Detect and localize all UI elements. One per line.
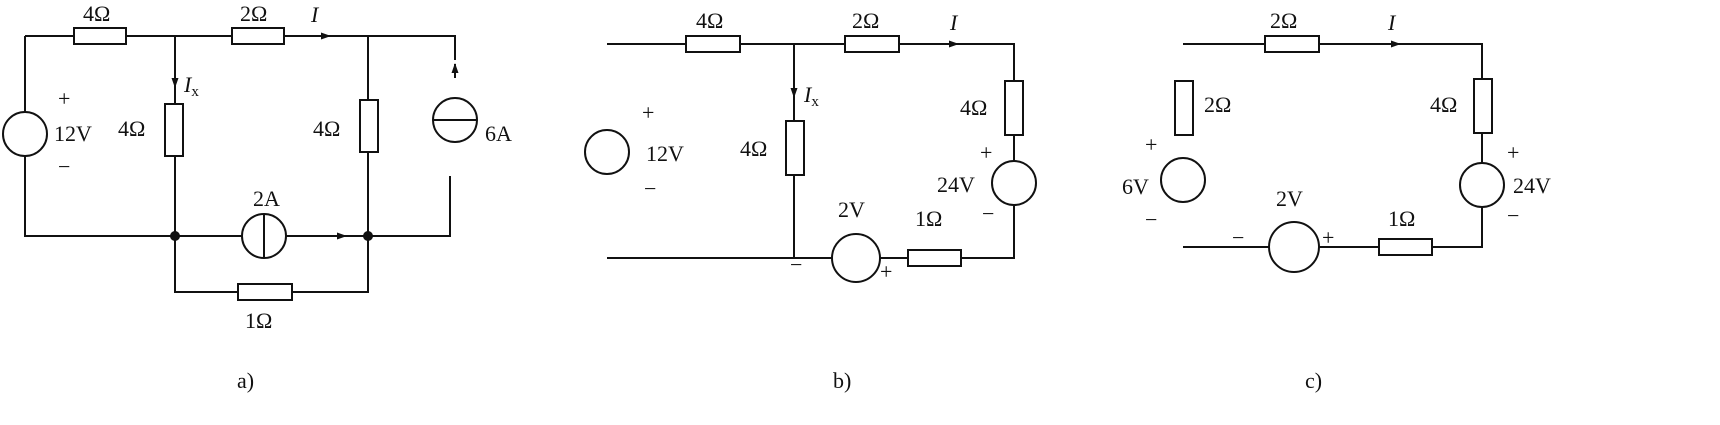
label-c-2v-value: 2V bbox=[1276, 186, 1303, 211]
wire-a-top bbox=[25, 35, 456, 60]
label-a-12v-value: 12V bbox=[54, 121, 92, 146]
wire-b-outer bbox=[607, 43, 1015, 259]
label-c-6v-plus: + bbox=[1145, 132, 1157, 157]
label-c-current-i: I bbox=[1387, 10, 1397, 35]
label-b-12v-value: 12V bbox=[646, 141, 684, 166]
label-a-r-bottom: 1Ω bbox=[245, 308, 272, 333]
label-c-24v-plus: + bbox=[1507, 140, 1519, 165]
circuit-a: 4Ω 2Ω I Ix 4Ω 4Ω + 12V − 2A 6A 1Ω bbox=[2, 1, 512, 333]
label-b-r-top-left: 4Ω bbox=[696, 8, 723, 33]
voltage-source-b-12v bbox=[584, 129, 630, 175]
label-c-24v-minus: − bbox=[1507, 203, 1519, 228]
resistor-a-top-left bbox=[73, 27, 127, 45]
resistor-c-left bbox=[1174, 80, 1194, 136]
label-c-6v-minus: − bbox=[1145, 207, 1157, 232]
label-a-12v-plus: + bbox=[58, 86, 70, 111]
label-b-r-top-mid: 2Ω bbox=[852, 8, 879, 33]
label-a-current-ix: Ix bbox=[183, 72, 199, 100]
label-a-2a: 2A bbox=[253, 186, 280, 211]
label-b-2v-minus: − bbox=[790, 252, 802, 277]
label-a-r-vert-right: 4Ω bbox=[313, 116, 340, 141]
label-c-2v-minus: − bbox=[1232, 225, 1244, 250]
caption-b: b) bbox=[833, 368, 851, 393]
label-c-r-right: 4Ω bbox=[1430, 92, 1457, 117]
voltage-source-a-12v bbox=[2, 111, 48, 157]
label-b-2v-value: 2V bbox=[838, 197, 865, 222]
resistor-a-top-mid bbox=[231, 27, 285, 45]
label-b-current-ix: Ix bbox=[803, 82, 819, 110]
label-b-24v-minus: − bbox=[982, 201, 994, 226]
resistor-c-bottom bbox=[1378, 238, 1433, 256]
wire-c-loop bbox=[1183, 43, 1483, 248]
label-a-r-vert-left: 4Ω bbox=[118, 116, 145, 141]
circuit-b: 4Ω 2Ω I Ix 4Ω 4Ω + 12V − + 24V − 2V − + … bbox=[584, 8, 1037, 284]
node-a-2 bbox=[363, 231, 373, 241]
label-b-current-i: I bbox=[949, 10, 959, 35]
caption-a: a) bbox=[237, 368, 254, 393]
caption-c: c) bbox=[1305, 368, 1322, 393]
label-a-current-i: I bbox=[310, 2, 320, 27]
label-a-r-top-mid: 2Ω bbox=[240, 1, 267, 26]
label-a-r-top-left: 4Ω bbox=[83, 1, 110, 26]
voltage-source-c-6v bbox=[1160, 157, 1206, 203]
label-b-r-vert-mid: 4Ω bbox=[740, 136, 767, 161]
label-c-r-left: 2Ω bbox=[1204, 92, 1231, 117]
label-b-r-bottom: 1Ω bbox=[915, 206, 942, 231]
resistor-b-top-left bbox=[685, 35, 741, 53]
label-b-12v-minus: − bbox=[644, 176, 656, 201]
node-a-1 bbox=[170, 231, 180, 241]
voltage-source-b-24v bbox=[991, 160, 1037, 206]
resistor-b-bottom bbox=[907, 249, 962, 267]
label-c-24v-value: 24V bbox=[1513, 173, 1551, 198]
label-b-r-vert-right: 4Ω bbox=[960, 95, 987, 120]
voltage-source-b-2v bbox=[831, 233, 881, 283]
label-b-24v-plus: + bbox=[980, 140, 992, 165]
voltage-source-c-24v bbox=[1459, 162, 1505, 208]
label-a-6a: 6A bbox=[485, 121, 512, 146]
label-b-12v-plus: + bbox=[642, 100, 654, 125]
label-b-2v-plus: + bbox=[880, 259, 892, 284]
label-b-24v-value: 24V bbox=[937, 172, 975, 197]
label-c-2v-plus: + bbox=[1322, 225, 1334, 250]
voltage-source-c-2v bbox=[1268, 221, 1320, 273]
resistor-c-right bbox=[1473, 78, 1493, 134]
resistor-b-top-mid bbox=[844, 35, 900, 53]
label-a-12v-minus: − bbox=[58, 154, 70, 179]
label-c-r-bottom: 1Ω bbox=[1388, 206, 1415, 231]
resistor-a-vert-right bbox=[359, 99, 379, 153]
label-c-r-top: 2Ω bbox=[1270, 8, 1297, 33]
resistor-c-top bbox=[1264, 35, 1320, 53]
label-c-6v-value: 6V bbox=[1122, 174, 1149, 199]
circuit-c: 2Ω I 2Ω 4Ω + 6V − + 24V − 2V − + 1Ω bbox=[1122, 8, 1551, 273]
resistor-b-vert-right bbox=[1004, 80, 1024, 136]
resistor-a-bottom bbox=[237, 283, 293, 301]
resistor-b-vert-mid bbox=[785, 120, 805, 176]
resistor-a-vert-left bbox=[164, 103, 184, 157]
